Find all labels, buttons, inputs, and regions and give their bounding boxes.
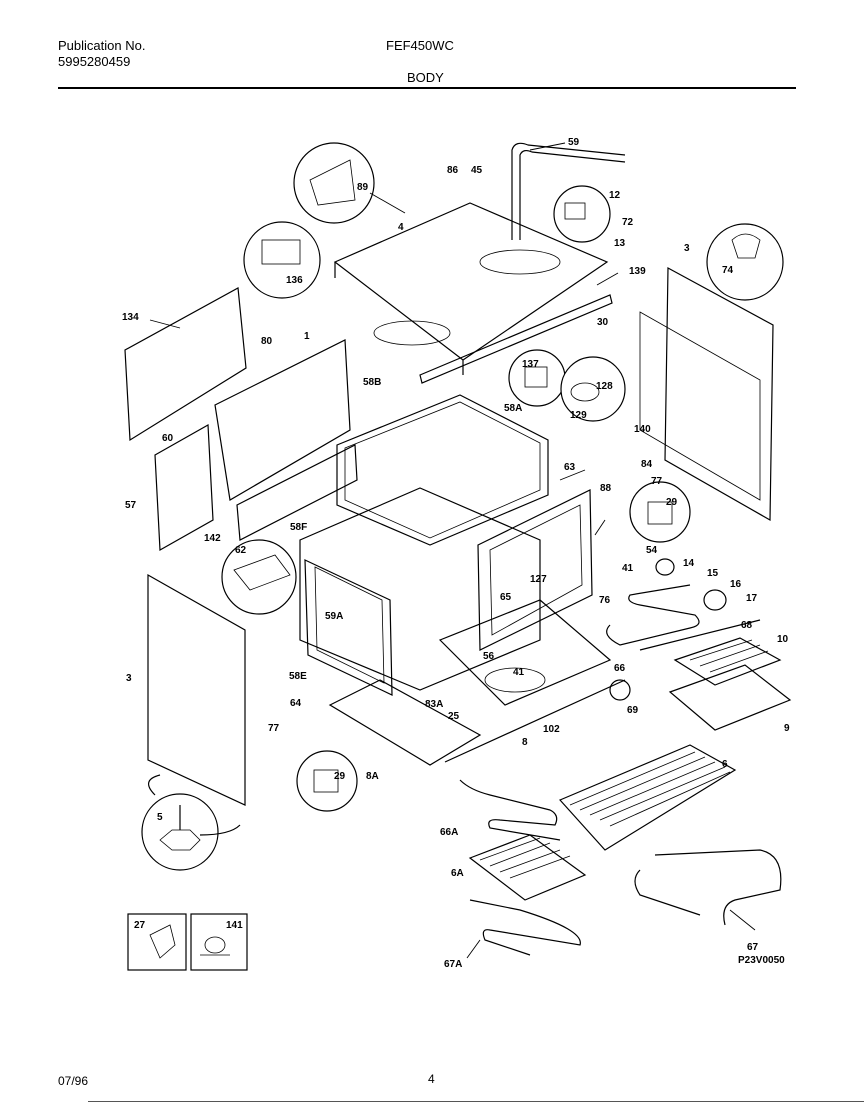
callout-14: 14 — [683, 558, 695, 569]
callout-102: 102 — [543, 724, 560, 735]
callout-8: 8 — [522, 737, 528, 748]
callout-64: 64 — [290, 698, 302, 709]
callout-4: 4 — [398, 222, 404, 233]
callout-139: 139 — [629, 266, 646, 277]
callout-86: 86 — [447, 165, 459, 176]
section-title: BODY — [407, 70, 444, 85]
callout-59: 59 — [568, 137, 580, 148]
callout-136: 136 — [286, 275, 303, 286]
callout-29-left: 29 — [334, 771, 346, 782]
callout-16: 16 — [730, 579, 742, 590]
callout-127: 127 — [530, 574, 547, 585]
callout-54: 54 — [646, 545, 658, 556]
callout-27: 27 — [134, 920, 146, 931]
callout-140: 140 — [634, 424, 651, 435]
callout-142: 142 — [204, 533, 221, 544]
callout-25: 25 — [448, 711, 460, 722]
callout-labels: 59 89 86 45 12 72 4 13 136 139 3 74 134 … — [122, 137, 790, 970]
callout-68: 68 — [741, 620, 753, 631]
callout-30: 30 — [597, 317, 609, 328]
callout-80: 80 — [261, 336, 273, 347]
callout-128: 128 — [596, 381, 613, 392]
callout-69: 69 — [627, 705, 639, 716]
callout-72: 72 — [622, 217, 634, 228]
callout-15: 15 — [707, 568, 719, 579]
callout-45: 45 — [471, 165, 483, 176]
callout-10: 10 — [777, 634, 789, 645]
publication-number: 5995280459 — [58, 54, 131, 69]
detail-circle-74 — [706, 223, 784, 301]
callout-84: 84 — [641, 459, 653, 470]
detail-circle-89 — [293, 142, 375, 224]
callout-12: 12 — [609, 190, 621, 201]
callout-29-right: 29 — [666, 497, 678, 508]
callout-63: 63 — [564, 462, 576, 473]
element-66a — [459, 779, 561, 841]
element-67a — [469, 899, 581, 956]
callout-1: 1 — [304, 331, 310, 342]
header-divider — [58, 87, 796, 89]
callout-6a: 6A — [451, 868, 464, 879]
callout-67: 67 — [747, 942, 759, 953]
callout-74: 74 — [722, 265, 734, 276]
callout-13: 13 — [614, 238, 626, 249]
callout-141: 141 — [226, 920, 243, 931]
callout-60: 60 — [162, 433, 174, 444]
callout-134: 134 — [122, 312, 139, 323]
model-number: FEF450WC — [386, 38, 454, 53]
element-66 — [606, 584, 700, 646]
callout-66a: 66A — [440, 827, 458, 838]
callout-9: 9 — [784, 723, 790, 734]
callout-41: 41 — [513, 667, 525, 678]
detail-circle-128 — [560, 356, 626, 422]
callout-58b: 58B — [363, 377, 381, 388]
callout-57: 57 — [125, 500, 137, 511]
callout-67a: 67A — [444, 959, 462, 970]
callout-6: 6 — [722, 759, 728, 770]
callout-58f: 58F — [290, 522, 307, 533]
inset-box-141 — [190, 913, 248, 971]
callout-3-right: 3 — [684, 243, 690, 254]
detail-circle-12 — [553, 185, 611, 243]
detail-circle-136 — [243, 221, 321, 299]
callout-88: 88 — [600, 483, 612, 494]
callout-41-right: 41 — [622, 563, 634, 574]
detail-circle-29b — [296, 750, 358, 812]
callout-77-left: 77 — [268, 723, 280, 734]
callout-83a: 83A — [425, 699, 443, 710]
callout-89: 89 — [357, 182, 369, 193]
callout-8a: 8A — [366, 771, 379, 782]
detail-circle-29 — [629, 481, 691, 543]
drawing-code: P23V0050 — [738, 955, 785, 966]
callout-129: 129 — [570, 410, 587, 421]
top-panel — [333, 202, 609, 375]
footer-date: 07/96 — [58, 1074, 89, 1088]
callout-66: 66 — [614, 663, 626, 674]
callout-137: 137 — [522, 359, 539, 370]
callout-65: 65 — [500, 592, 512, 603]
callout-58e: 58E — [289, 671, 307, 682]
publication-label: Publication No. — [58, 38, 146, 53]
callout-58a: 58A — [504, 403, 522, 414]
callout-76: 76 — [599, 595, 611, 606]
callout-5: 5 — [157, 812, 163, 823]
callout-77-right: 77 — [651, 476, 663, 487]
element-67 — [654, 849, 782, 926]
callout-17: 17 — [746, 593, 758, 604]
detail-circle-5 — [141, 793, 219, 871]
callout-56: 56 — [483, 651, 495, 662]
inset-box-27 — [127, 913, 187, 971]
footer-page-number: 4 — [428, 1072, 435, 1086]
callout-3-left: 3 — [126, 673, 132, 684]
footer-divider — [88, 1101, 864, 1102]
callout-59a: 59A — [325, 611, 343, 622]
callout-62: 62 — [235, 545, 247, 556]
